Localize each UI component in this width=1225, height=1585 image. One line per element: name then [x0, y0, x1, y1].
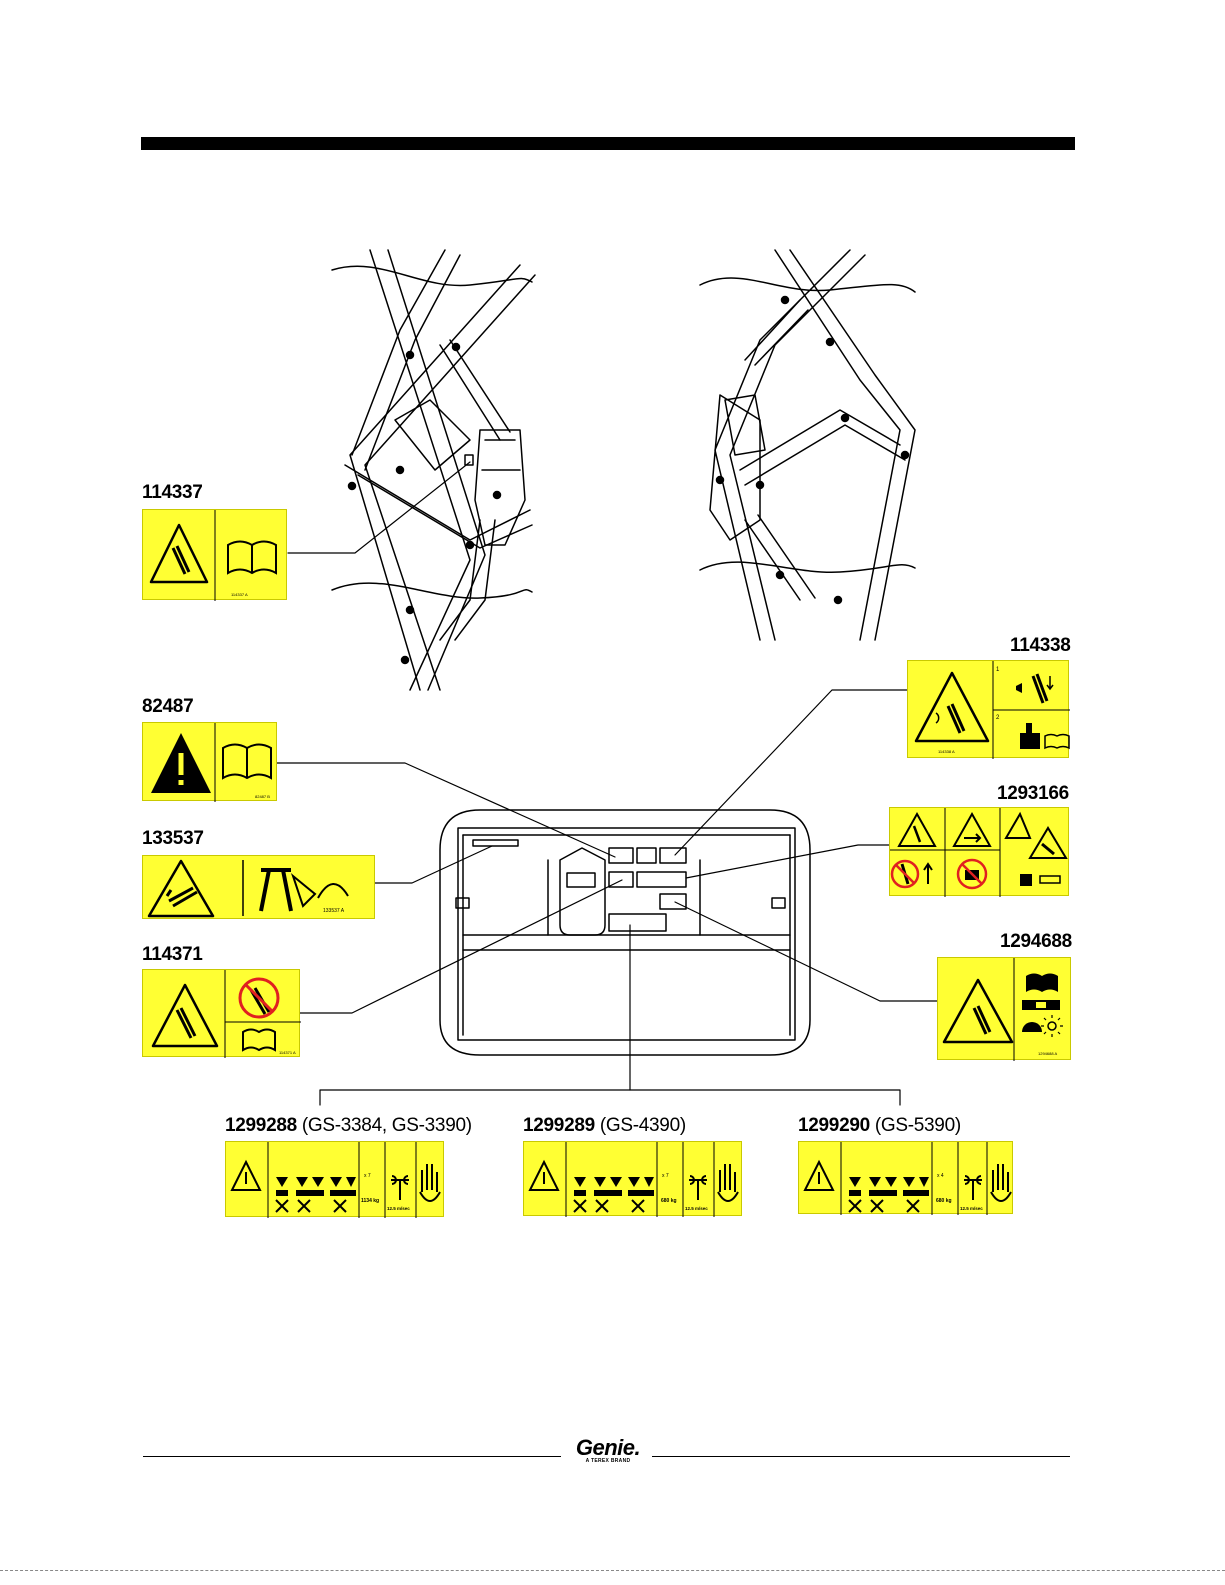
warning-triangle-icon	[899, 814, 935, 846]
decal-133537-art: 133537 A	[143, 856, 376, 920]
decal-1293166-art	[890, 808, 1070, 897]
decal-1299290-code: 1299290	[798, 1115, 870, 1136]
right-scissor-arms	[700, 250, 915, 640]
decal-1299288-count: x 7	[364, 1173, 371, 1179]
decal-1299288-models: (GS-3384, GS-3390)	[302, 1115, 472, 1136]
warning-triangle-icon	[1030, 828, 1066, 858]
warning-triangle-icon	[149, 861, 213, 916]
scissor-lift-icon	[1020, 733, 1040, 749]
leader-lines	[277, 462, 937, 1105]
warning-triangle-icon	[954, 814, 990, 846]
decal-1294688: 1294688 A	[937, 957, 1071, 1060]
page-edge	[0, 1570, 1225, 1571]
decal-1293166	[889, 807, 1069, 896]
decal-code-114371: 114371	[142, 945, 203, 965]
decal-code-114338: 114338	[1010, 636, 1071, 656]
decal-code-1299288: 1299288 (GS-3384, GS-3390)	[225, 1116, 472, 1136]
decal-1299288-weight: 1134 kg	[361, 1198, 379, 1204]
manual-book-icon	[243, 1030, 275, 1051]
hand-icon	[991, 1164, 1011, 1201]
decal-1299289-wind: 12.5 m/sec	[685, 1206, 708, 1211]
decal-code-133537: 133537	[142, 829, 204, 849]
decal-1299288: x 7 1134 kg 12.5 m/sec	[225, 1141, 444, 1217]
decal-code-114337: 114337	[142, 483, 203, 503]
decal-1299288-code: 1299288	[225, 1115, 297, 1136]
decal-1299288-art: x 7 1134 kg 12.5 m/sec	[226, 1142, 445, 1218]
decal-1299289-weight: 680 kg	[661, 1198, 677, 1204]
logo-brand: Genie.	[565, 1436, 651, 1460]
scissor-lift-icon	[574, 1177, 654, 1187]
decal-code-1294688: 1294688	[1000, 932, 1072, 952]
decal-82487-art: 82487 B	[143, 723, 278, 802]
genie-logo: Genie. A TEREX BRAND	[565, 1436, 651, 1464]
tip-over-icon	[261, 870, 291, 911]
decal-114338: 1 2 114338 A	[907, 660, 1069, 758]
warning-triangle-icon	[944, 980, 1012, 1042]
decal-133537: 133537 A	[142, 855, 375, 919]
wind-icon	[391, 1176, 409, 1200]
decal-114338-art: 1 2 114338 A	[908, 661, 1070, 759]
decal-114371-small-code: 114371 A	[279, 1050, 296, 1055]
footer-rule-left	[143, 1456, 561, 1457]
decal-114371-art: 114371 A	[143, 970, 301, 1058]
decal-1299290-art: x 4 680 kg 12.5 m/sec	[799, 1142, 1014, 1215]
decal-1299290-weight: 680 kg	[936, 1198, 952, 1204]
decal-82487: 82487 B	[142, 722, 277, 801]
decal-1299289: x 7 680 kg 12.5 m/sec	[523, 1141, 742, 1216]
decal-114337-small-code: 114337 A	[231, 592, 248, 597]
decal-114338-step1: 1	[996, 667, 1000, 673]
decal-1299289-count: x 7	[662, 1173, 669, 1179]
decal-114338-step2: 2	[996, 715, 1000, 721]
wind-icon	[689, 1176, 707, 1200]
decal-82487-small-code: 82487 B	[255, 794, 270, 799]
decal-1294688-art: 1294688 A	[938, 958, 1072, 1061]
decal-114371: 114371 A	[142, 969, 300, 1057]
decal-code-1293166: 1293166	[997, 784, 1069, 804]
decal-114338-small-code: 114338 A	[938, 749, 955, 754]
decal-code-1299289: 1299289 (GS-4390)	[523, 1116, 686, 1136]
left-scissor-arms	[332, 250, 535, 690]
hand-icon	[718, 1164, 738, 1201]
decal-1299290-models: (GS-5390)	[875, 1115, 961, 1136]
decal-114337: 114337 A	[142, 509, 287, 600]
hand-icon	[420, 1164, 440, 1201]
platform-outline	[440, 810, 810, 1055]
decal-1299289-art: x 7 680 kg 12.5 m/sec	[524, 1142, 743, 1217]
footer-rule-right	[652, 1456, 1070, 1457]
decal-1294688-small-code: 1294688 A	[1038, 1051, 1057, 1056]
decal-code-1299290: 1299290 (GS-5390)	[798, 1116, 961, 1136]
scissor-lift-icon	[1020, 874, 1032, 886]
decal-1299288-wind: 12.5 m/sec	[387, 1206, 410, 1211]
decal-1299290-wind: 12.5 m/sec	[960, 1206, 983, 1211]
decal-code-82487: 82487	[142, 697, 193, 717]
decal-1299290: x 4 680 kg 12.5 m/sec	[798, 1141, 1013, 1214]
wind-icon	[964, 1176, 982, 1200]
decal-1299289-models: (GS-4390)	[600, 1115, 686, 1136]
decal-114337-art: 114337 A	[143, 510, 288, 601]
scissor-lift-icon	[276, 1177, 356, 1187]
decal-1299290-count: x 4	[937, 1173, 944, 1179]
decal-133537-small-code: 133537 A	[323, 908, 345, 914]
decal-1299289-code: 1299289	[523, 1115, 595, 1136]
manual-book-icon	[1026, 974, 1058, 993]
scissor-lift-icon	[849, 1177, 929, 1187]
